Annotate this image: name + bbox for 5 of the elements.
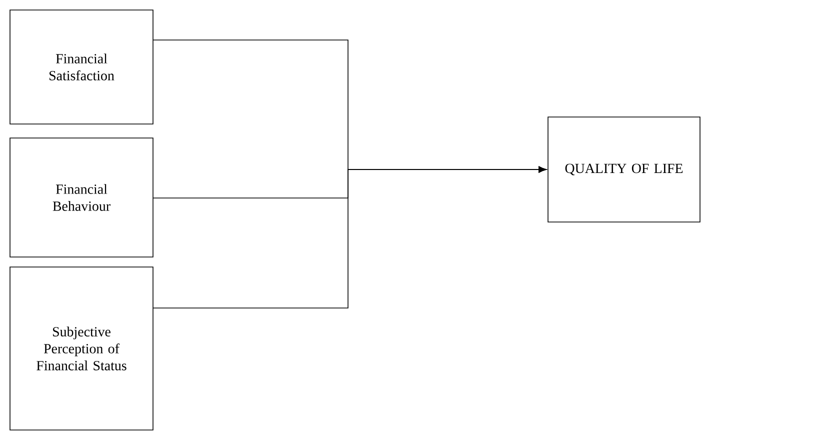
connector-arrow: [152, 166, 546, 308]
box: QUALITY OF LIFE: [548, 116, 700, 222]
box: Financial Satisfaction: [10, 10, 154, 124]
box: Financial Behaviour: [10, 138, 154, 258]
box: Subjective Perception of Financial Status: [10, 266, 154, 430]
